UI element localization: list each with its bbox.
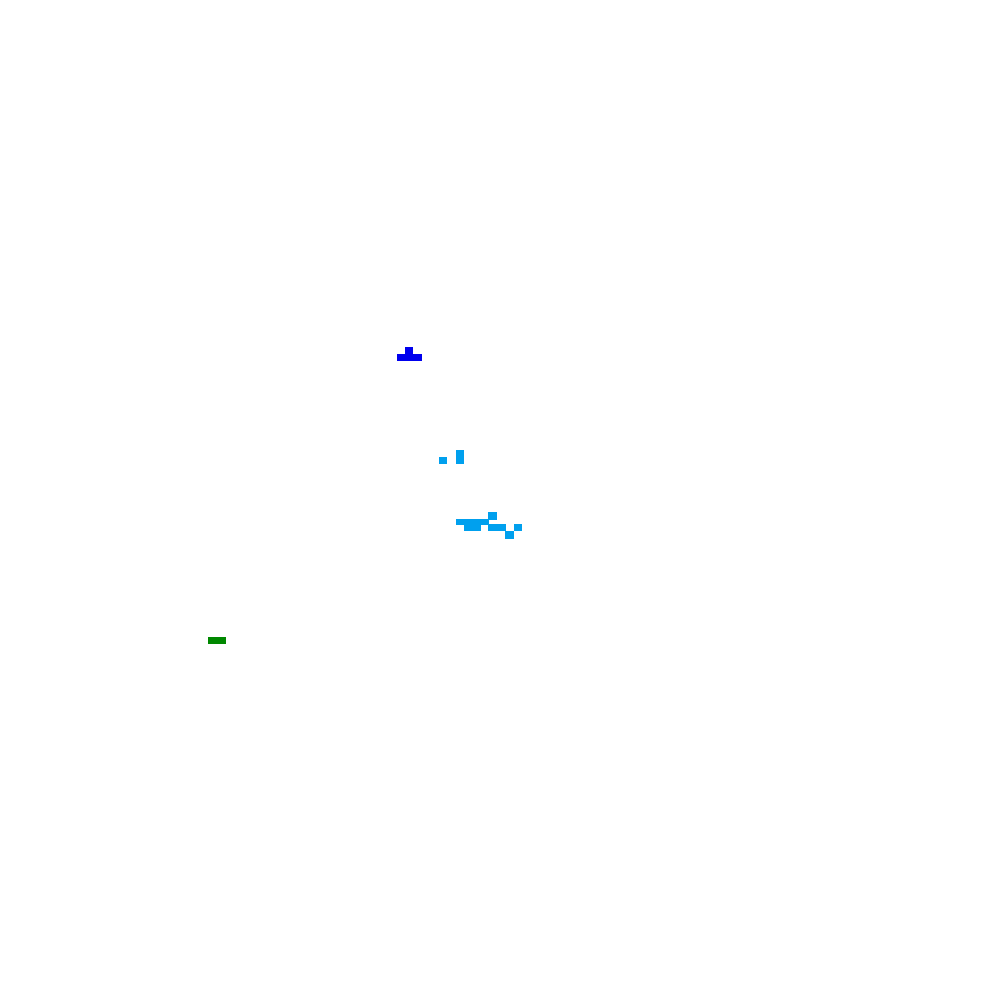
shallow-water-patch bbox=[464, 524, 481, 531]
shallow-water-patch bbox=[439, 457, 447, 464]
shallow-water-patch bbox=[514, 524, 522, 531]
shallow-water-patch bbox=[488, 512, 497, 520]
shallow-water-patch bbox=[505, 531, 514, 539]
shallow-water-patch bbox=[456, 519, 489, 525]
shallow-water-patch bbox=[456, 450, 464, 464]
shallow-water-patch bbox=[488, 524, 506, 531]
deep-water-patch bbox=[397, 354, 422, 361]
vegetation-patch bbox=[208, 637, 226, 644]
deep-water-patch bbox=[405, 347, 413, 354]
